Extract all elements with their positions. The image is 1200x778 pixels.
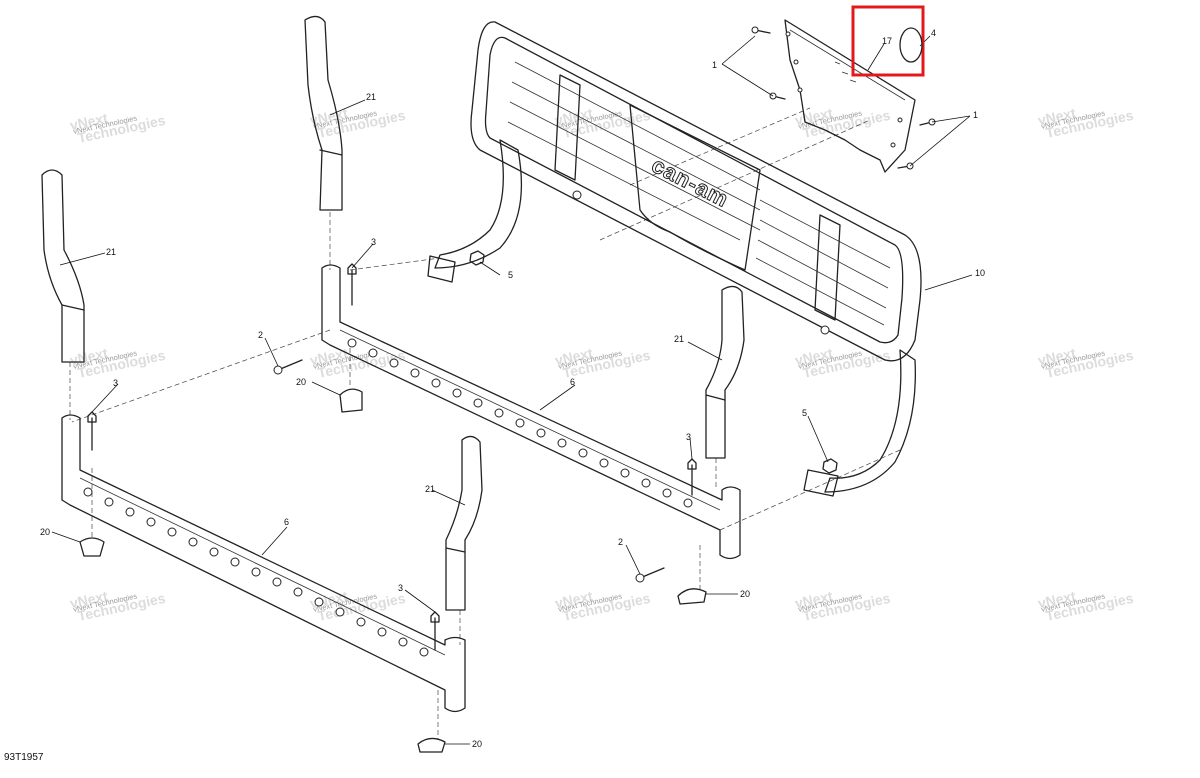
callout-20[interactable]: 20 [740,589,750,599]
svg-text:vNext: vNext [68,110,109,134]
callout-20[interactable]: 20 [40,527,50,537]
callout-20[interactable]: 20 [296,377,306,387]
svg-text:vNext: vNext [1036,105,1077,129]
watermark: vNext vNext Technologies Technologies [68,588,167,624]
callout-1[interactable]: 1 [712,60,717,70]
watermark: vNext vNext Technologies Technologies [553,105,652,141]
headrest-frame: can-am [427,21,922,497]
callout-21[interactable]: 21 [106,247,116,257]
callout-21[interactable]: 21 [366,92,376,102]
upright-tubes-part-21 [41,15,745,611]
watermark: vNext vNext Technologies Technologies [553,345,652,381]
callout-3[interactable]: 3 [686,432,691,442]
callout-20[interactable]: 20 [472,739,482,749]
callout-6[interactable]: 6 [570,377,575,387]
svg-text:vNext: vNext [553,345,594,369]
rails-part-6 [61,264,741,713]
callout-leaders [51,35,973,745]
svg-text:vNext: vNext [553,588,594,612]
callout-21[interactable]: 21 [425,484,435,494]
svg-text:vNext: vNext [793,588,834,612]
watermark: vNext vNext Technologies Technologies [308,105,407,141]
watermark: vNext vNext Technologies Technologies [793,105,892,141]
callout-1[interactable]: 1 [973,110,978,120]
watermark: vNext vNext Technologies Technologies [1036,345,1135,381]
callout-3[interactable]: 3 [371,237,376,247]
callout-17[interactable]: 17 [882,36,892,46]
callout-3[interactable]: 3 [113,378,118,388]
svg-text:vNext: vNext [308,105,349,129]
watermark: vNext vNext Technologies Technologies [68,110,167,146]
callout-2[interactable]: 2 [258,330,263,340]
svg-text:vNext: vNext [68,588,109,612]
watermark: vNext vNext Technologies Technologies [1036,105,1135,141]
watermark: vNext vNext Technologies Technologies [1036,588,1135,624]
brackets-part-20 [79,388,707,753]
callout-2[interactable]: 2 [618,537,623,547]
callout-4[interactable]: 4 [931,28,936,38]
watermark: vNext vNext Technologies Technologies [68,345,167,381]
highlight-box [851,5,925,77]
callout-5[interactable]: 5 [802,408,807,418]
callout-5[interactable]: 5 [508,270,513,280]
callout-3[interactable]: 3 [398,583,403,593]
rail-holes [83,338,693,657]
watermark: vNext vNext Technologies Technologies [793,588,892,624]
svg-text:vNext: vNext [1036,345,1077,369]
bolts-part-1 [751,26,936,170]
svg-text:vNext: vNext [793,345,834,369]
nuts-part-5 [469,250,838,474]
callout-21[interactable]: 21 [674,334,684,344]
mounting-bracket [784,19,916,173]
drawing-reference-number: 93T1957 [4,752,44,763]
callout-6[interactable]: 6 [284,517,289,527]
svg-text:vNext: vNext [308,345,349,369]
part-17-circle [899,27,923,63]
svg-text:vNext: vNext [1036,588,1077,612]
callout-10[interactable]: 10 [975,268,985,278]
callout-labels: 1 1 2 2 3 3 3 3 4 5 5 6 6 10 17 20 20 20… [40,28,985,749]
watermark: vNext vNext Technologies Technologies [553,588,652,624]
svg-text:vNext: vNext [553,105,594,129]
watermark-group: vNext vNext Technologies Technologies vN… [68,105,1135,624]
assembly-guide-lines [69,107,901,740]
headrest-logo: can-am [648,152,733,212]
